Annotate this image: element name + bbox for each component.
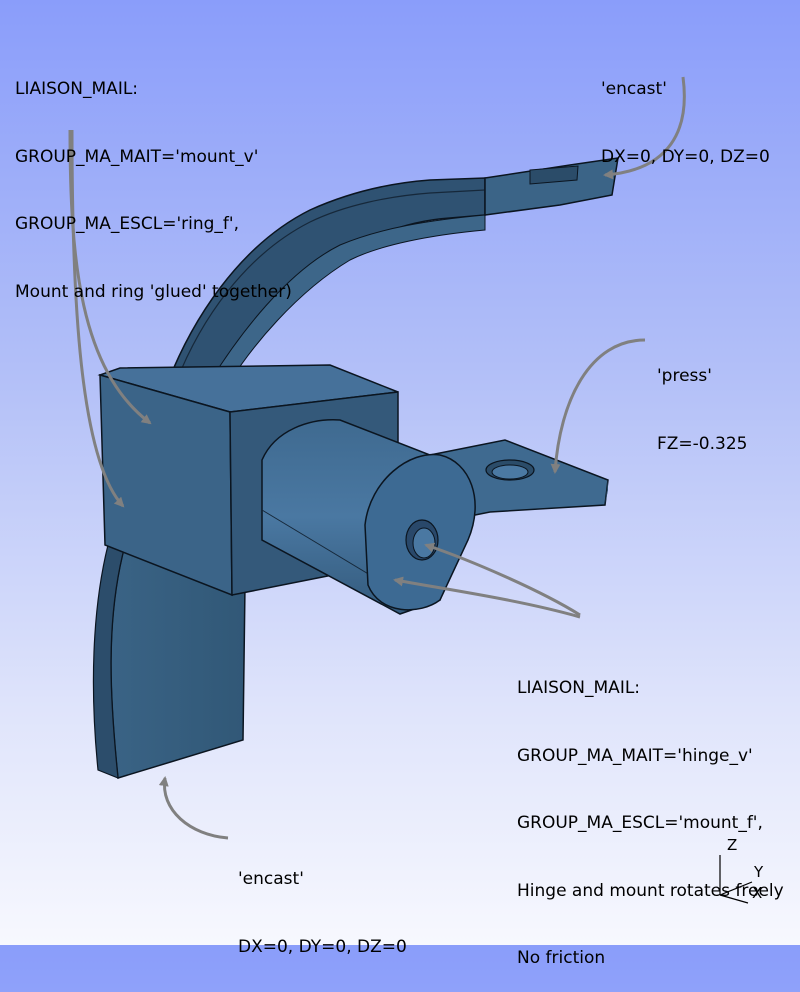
axis-x-label: X xyxy=(752,884,762,902)
arrow-liaison-top-1 xyxy=(68,129,152,425)
annotation-liaison-mount-ring: LIAISON_MAIL: GROUP_MA_MAIT='mount_v' GR… xyxy=(15,33,292,326)
axis-triad: Z Y X xyxy=(719,836,764,904)
model-view: Z Y X xyxy=(68,76,764,904)
annotation-line: GROUP_MA_MAIT='mount_v' xyxy=(15,146,259,167)
annotation-line: FZ=-0.325 xyxy=(657,433,748,454)
arrow-press xyxy=(550,338,646,474)
leader-arrows xyxy=(68,76,686,840)
annotation-line: 'press' xyxy=(657,366,712,386)
lower-blade xyxy=(92,544,246,779)
annotation-encast-bottom: 'encast' DX=0, DY=0, DZ=0 xyxy=(238,823,407,981)
annotation-line: GROUP_MA_ESCL='ring_f', xyxy=(15,214,239,234)
annotation-line: No friction xyxy=(517,948,606,968)
arrow-liaison-bottom-2 xyxy=(393,576,581,619)
annotation-line: Mount and ring 'glued' together) xyxy=(15,281,292,302)
annotation-line: DX=0, DY=0, DZ=0 xyxy=(238,936,407,957)
arrow-encast-bottom xyxy=(158,776,229,840)
annotation-line: LIAISON_MAIL: xyxy=(15,79,139,99)
axis-y-label: Y xyxy=(753,863,764,881)
annotation-line: Hinge and mount rotates freely xyxy=(517,880,784,901)
arrow-liaison-bottom-1 xyxy=(424,542,581,617)
annotation-encast-top: 'encast' DX=0, DY=0, DZ=0 xyxy=(601,33,770,191)
annotation-line: DX=0, DY=0, DZ=0 xyxy=(601,146,770,167)
arrow-encast-top xyxy=(603,76,686,180)
axis-z-label: Z xyxy=(727,836,737,854)
arrow-liaison-top-2 xyxy=(70,129,125,508)
annotation-line: GROUP_MA_MAIT='hinge_v' xyxy=(517,745,753,766)
annotation-line: LIAISON_MAIL: xyxy=(517,678,641,698)
hinge-cylinder xyxy=(261,419,476,615)
annotation-press: 'press' FZ=-0.325 xyxy=(657,320,747,478)
annotation-line: 'encast' xyxy=(238,869,304,889)
annotation-line: 'encast' xyxy=(601,79,667,99)
annotation-liaison-hinge-mount: LIAISON_MAIL: GROUP_MA_MAIT='hinge_v' GR… xyxy=(517,632,784,992)
annotation-line: GROUP_MA_ESCL='mount_f', xyxy=(517,813,763,833)
